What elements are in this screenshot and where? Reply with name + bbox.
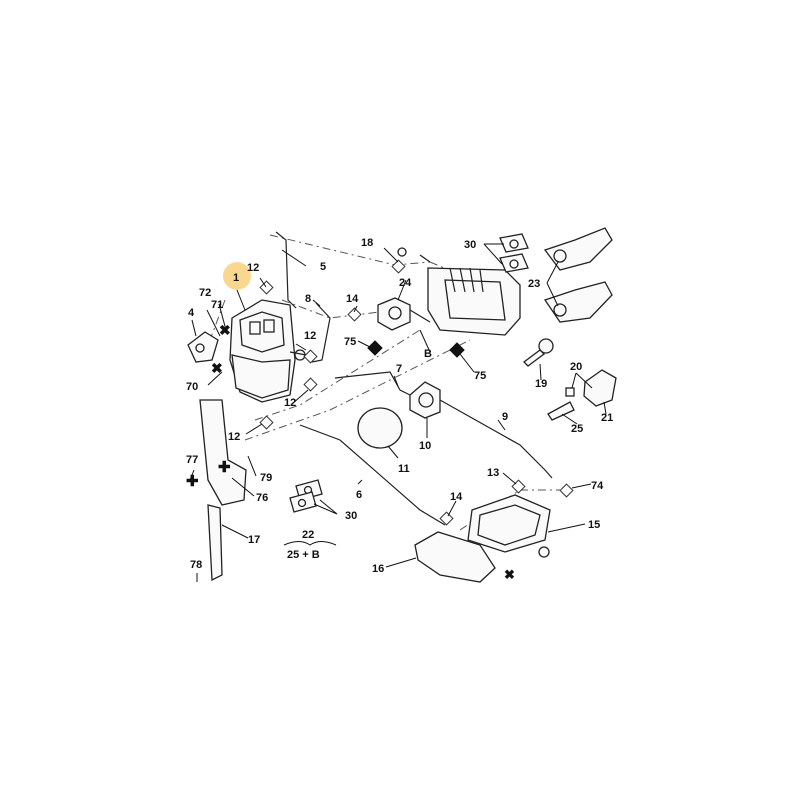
label-18: 18 <box>361 237 373 249</box>
latch-part-24 <box>377 297 431 331</box>
hinge-part-23 <box>543 227 613 323</box>
label-70: 70 <box>186 381 198 393</box>
label-24: 24 <box>399 277 412 289</box>
svg-text:✖: ✖ <box>211 360 223 376</box>
key-part-25 <box>547 387 575 421</box>
label-12-b: 12 <box>304 330 316 342</box>
label-12-d: 12 <box>228 431 240 443</box>
label-15: 15 <box>588 519 600 531</box>
svg-text:✖: ✖ <box>219 322 231 338</box>
part-10 <box>409 381 441 419</box>
svg-text:✖: ✖ <box>504 567 515 582</box>
cross-markers: ✖ ✖ ✚ ✚ ✖ <box>186 322 515 582</box>
clips-part-30-top <box>499 233 529 273</box>
label-12: 12 <box>247 262 259 274</box>
label-17: 17 <box>248 534 260 546</box>
outer-handle-18 <box>397 247 521 336</box>
bezel-part-16 <box>414 531 496 583</box>
label-14: 14 <box>346 293 359 305</box>
clips-part-30-lower <box>289 479 323 513</box>
label-74: 74 <box>591 480 604 492</box>
label-9: 9 <box>502 411 508 423</box>
label-11: 11 <box>398 463 410 475</box>
key-part-19 <box>523 338 554 367</box>
label-20: 20 <box>570 361 582 373</box>
rod-8 <box>311 302 331 363</box>
marker-squares <box>259 259 574 526</box>
label-77: 77 <box>186 454 198 466</box>
label-16: 16 <box>372 563 384 575</box>
bracket-part-4 <box>187 331 219 363</box>
label-78: 78 <box>190 559 202 571</box>
seal-strip-parts <box>199 399 247 582</box>
label-4: 4 <box>188 307 195 319</box>
label-5: 5 <box>320 261 326 273</box>
lock-mechanism <box>229 299 307 403</box>
label-13: 13 <box>487 467 499 479</box>
leader-lines <box>189 243 607 582</box>
label-B: B <box>424 348 432 360</box>
label-72: 72 <box>199 287 211 299</box>
label-10: 10 <box>419 440 431 452</box>
label-12-c: 12 <box>284 397 296 409</box>
label-8: 8 <box>305 293 311 305</box>
label-19: 19 <box>535 378 547 390</box>
label-75: 75 <box>344 336 356 348</box>
rod-6 <box>299 424 446 526</box>
label-79: 79 <box>260 472 272 484</box>
group-brace-22 <box>283 541 337 546</box>
highlight-circle <box>223 262 251 290</box>
svg-text:✚: ✚ <box>218 459 231 476</box>
label-71: 71 <box>211 299 223 311</box>
svg-text:✚: ✚ <box>186 473 199 490</box>
label-14-b: 14 <box>450 491 463 503</box>
part-labels: 1 12 5 72 71 4 8 14 12 75 70 12 12 18 24… <box>186 237 613 575</box>
rod-5 <box>275 231 297 309</box>
inner-handle-15 <box>467 494 551 558</box>
rod-9 <box>439 399 553 479</box>
label-75-b: 75 <box>474 370 486 382</box>
label-1: 1 <box>233 272 239 284</box>
label-22: 22 <box>302 529 314 541</box>
label-7: 7 <box>396 363 402 375</box>
label-76: 76 <box>256 492 268 504</box>
label-30: 30 <box>464 239 476 251</box>
cap-part-21 <box>583 369 617 407</box>
rod-7 <box>334 371 411 396</box>
label-25: 25 <box>571 423 583 435</box>
label-22-subtitle: 25 + B <box>287 549 320 561</box>
disc-part-11 <box>357 407 403 449</box>
label-23: 23 <box>528 278 540 290</box>
label-6: 6 <box>356 489 362 501</box>
label-30-b: 30 <box>345 510 357 522</box>
label-21: 21 <box>601 412 613 424</box>
